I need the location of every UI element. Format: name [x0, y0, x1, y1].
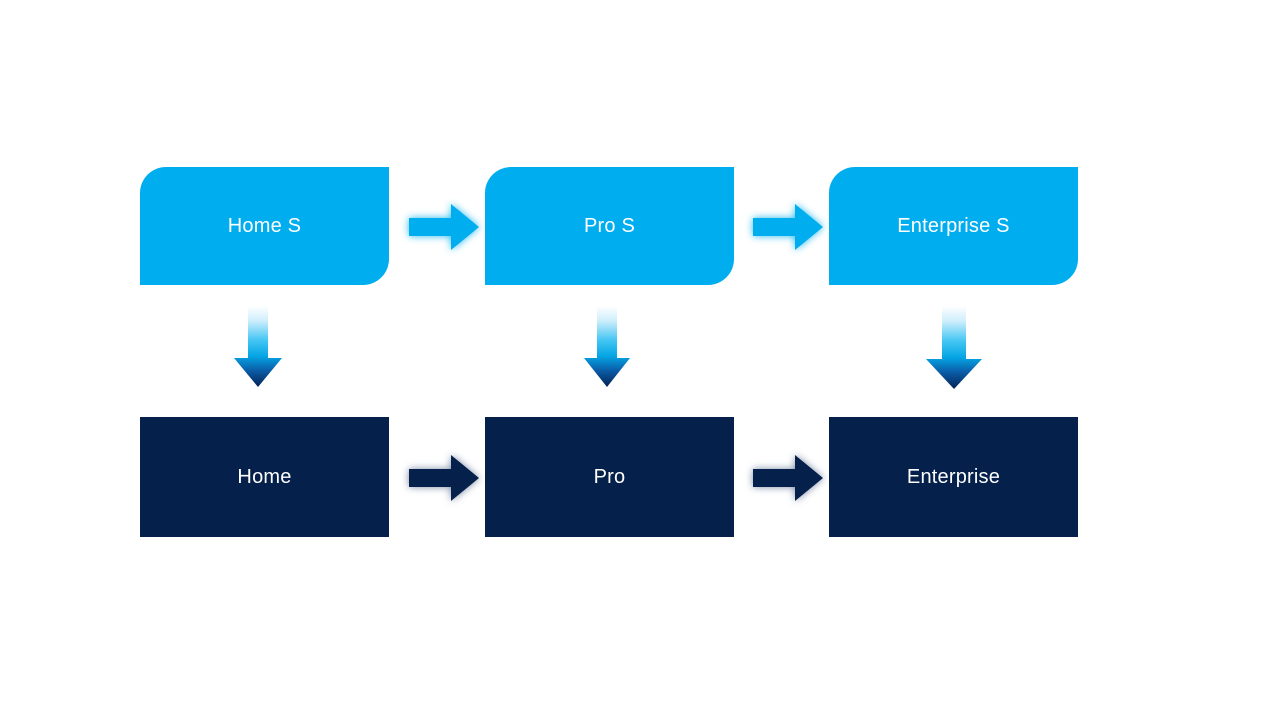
arrow-home-to-pro	[409, 454, 479, 502]
arrow-right-icon	[753, 455, 823, 501]
arrow-enterprise-s-to-enterprise	[925, 306, 983, 390]
node-pro-s[interactable]: Pro S	[485, 167, 734, 285]
node-home-s[interactable]: Home S	[140, 167, 389, 285]
node-enterprise-s-label: Enterprise S	[897, 215, 1010, 237]
node-pro-s-label: Pro S	[583, 215, 636, 237]
arrow-down-icon	[234, 306, 282, 387]
node-enterprise[interactable]: Enterprise	[829, 417, 1078, 537]
arrow-down-icon	[926, 306, 982, 389]
arrow-home-s-to-home	[233, 306, 283, 388]
node-home[interactable]: Home	[140, 417, 389, 537]
node-enterprise-label: Enterprise	[906, 466, 1001, 488]
arrow-right-icon	[753, 204, 823, 250]
arrow-down-icon	[584, 306, 630, 387]
arrow-pro-s-to-enterprise-s	[753, 203, 823, 251]
arrow-home-s-to-pro-s	[409, 203, 479, 251]
node-pro[interactable]: Pro	[485, 417, 734, 537]
arrow-right-icon	[409, 204, 479, 250]
node-pro-label: Pro	[593, 466, 626, 488]
arrow-pro-to-enterprise	[753, 454, 823, 502]
node-enterprise-s[interactable]: Enterprise S	[829, 167, 1078, 285]
node-home-label: Home	[237, 466, 292, 488]
arrow-right-icon	[409, 455, 479, 501]
node-home-s-label: Home S	[227, 215, 302, 237]
arrow-pro-s-to-pro	[583, 306, 631, 388]
